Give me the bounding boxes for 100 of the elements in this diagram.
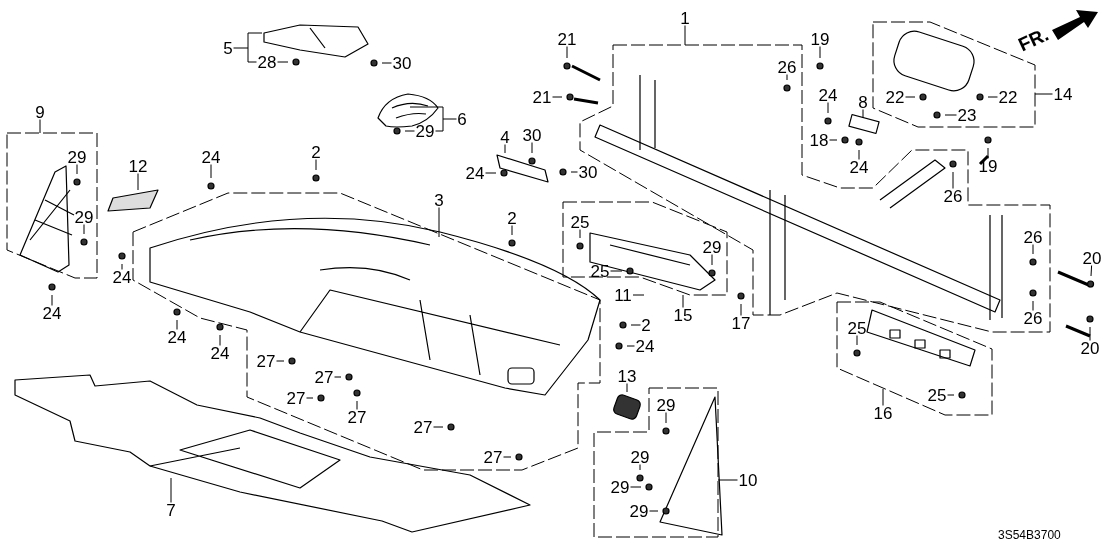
- leader-line: [1034, 93, 1053, 95]
- callout-number: 29: [702, 238, 722, 256]
- callout-number: 5: [223, 39, 233, 57]
- leader-line: [665, 412, 667, 424]
- leader-line: [570, 171, 578, 173]
- leader-line: [83, 224, 85, 235]
- callout-number: 27: [413, 418, 433, 436]
- callout-number: 26: [1023, 228, 1043, 246]
- callout-number: 22: [885, 88, 905, 106]
- callout-number: 24: [42, 304, 62, 322]
- leader-line: [952, 171, 954, 189]
- callout-number: 25: [570, 213, 590, 231]
- leader-line: [882, 388, 884, 406]
- leader-line: [121, 263, 123, 270]
- callout-number: 29: [610, 478, 630, 496]
- leader-line: [356, 400, 358, 410]
- leader-line: [649, 510, 659, 512]
- leader-line: [579, 229, 581, 239]
- leader-line: [176, 319, 178, 330]
- callout-number: 2: [507, 209, 517, 227]
- callout-number: 21: [557, 30, 577, 48]
- callout-number: 26: [943, 187, 963, 205]
- callout-number: 19: [810, 30, 830, 48]
- leader-line: [276, 360, 285, 362]
- callout-number: 30: [522, 126, 542, 144]
- callout-number: 29: [630, 448, 650, 466]
- callout-number: 24: [635, 337, 655, 355]
- callout-number: 2: [311, 143, 321, 161]
- callout-number: 27: [286, 389, 306, 407]
- callout-number: 29: [67, 148, 87, 166]
- leader-line: [334, 376, 342, 378]
- leader-line: [1032, 244, 1034, 255]
- callout-number: 14: [1053, 85, 1073, 103]
- leader-line: [630, 486, 642, 488]
- leader-line: [438, 207, 440, 238]
- leader-line: [717, 479, 738, 481]
- leader-line: [315, 159, 317, 171]
- leader-line: [566, 46, 568, 59]
- drawing-number: 3S54B3700: [998, 529, 1061, 541]
- leader-line: [987, 147, 989, 159]
- leader-line: [682, 294, 684, 308]
- callout-number: 15: [673, 306, 693, 324]
- leader-line: [511, 225, 513, 236]
- callout-number: 8: [858, 93, 868, 111]
- callout-number: 17: [731, 314, 751, 332]
- leader-line: [740, 303, 742, 316]
- leader-line: [827, 102, 829, 114]
- callout-number: 24: [167, 328, 187, 346]
- callout-number: 24: [465, 164, 485, 182]
- callout-number: 18: [809, 131, 829, 149]
- callout-number: 28: [257, 53, 277, 71]
- leader-line: [639, 464, 641, 471]
- leader-line: [170, 477, 172, 503]
- callout-number: 26: [777, 58, 797, 76]
- leader-line: [137, 173, 139, 191]
- leader-line: [219, 334, 221, 346]
- direction-label: FR.: [1015, 24, 1052, 55]
- callout-number: 25: [847, 319, 867, 337]
- callout-number: 21: [532, 88, 552, 106]
- callout-number: 24: [818, 86, 838, 104]
- callout-number: 26: [1023, 309, 1043, 327]
- leader-line: [786, 74, 788, 81]
- leader-line: [858, 149, 860, 160]
- leader-line: [485, 172, 497, 174]
- callout-number: 7: [166, 501, 176, 519]
- leader-line: [947, 394, 955, 396]
- leader-line: [626, 345, 635, 347]
- callout-number: 20: [1082, 249, 1102, 267]
- leader-line: [829, 139, 838, 141]
- leader-line: [987, 96, 998, 98]
- leader-line: [531, 142, 533, 154]
- callout-number: 24: [849, 158, 869, 176]
- callout-number: 30: [578, 163, 598, 181]
- callout-number: 3: [434, 191, 444, 209]
- callout-number: 23: [957, 106, 977, 124]
- callout-number: 25: [927, 386, 947, 404]
- leader-line: [711, 254, 713, 266]
- leader-line: [51, 294, 53, 306]
- callout-number: 1: [680, 9, 690, 27]
- leader-line: [626, 383, 628, 393]
- callout-number: 13: [617, 367, 637, 385]
- leader-line: [503, 456, 512, 458]
- leader-line: [630, 324, 641, 326]
- callout-number: 29: [415, 122, 435, 140]
- leader-line: [404, 130, 415, 132]
- leader-line: [856, 335, 858, 346]
- leader-line: [409, 106, 457, 132]
- leader-line: [277, 61, 289, 63]
- callout-number: 25: [590, 262, 610, 280]
- leader-line: [1090, 265, 1093, 277]
- leader-line: [210, 164, 212, 179]
- callout-number: 9: [35, 103, 45, 121]
- leader-line: [233, 32, 263, 63]
- leader-line: [819, 46, 821, 59]
- callout-number: 29: [656, 396, 676, 414]
- callout-number: 10: [738, 471, 758, 489]
- leader-line: [504, 144, 506, 154]
- callout-number: 11: [614, 286, 632, 304]
- callout-number: 27: [256, 352, 276, 370]
- callout-number: 2: [641, 316, 651, 334]
